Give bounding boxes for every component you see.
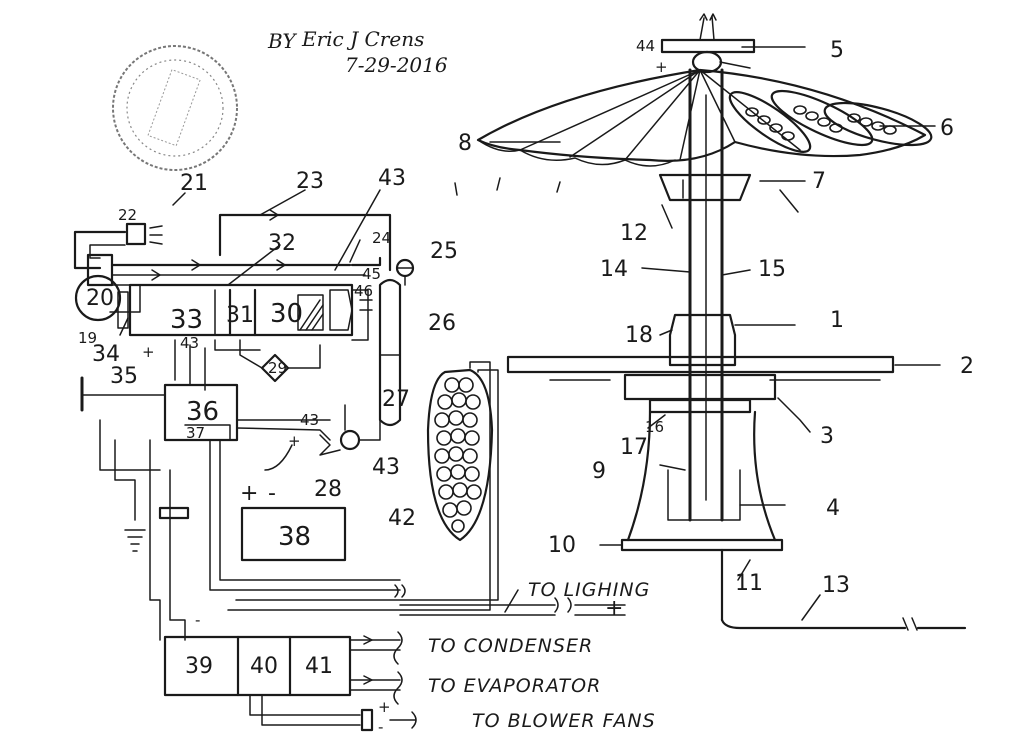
ref-31: 31 bbox=[226, 303, 254, 328]
label-to-evaporator: TO EVAPORATOR bbox=[428, 675, 601, 697]
ref-42: 42 bbox=[388, 506, 416, 531]
ref-44: 44 bbox=[636, 37, 655, 55]
ref-18: 18 bbox=[625, 323, 653, 348]
ref-5: 5 bbox=[830, 38, 844, 63]
ref-26: 26 bbox=[428, 311, 456, 336]
inspection-stamp bbox=[112, 45, 238, 171]
ref-27: 27 bbox=[382, 387, 410, 412]
ref-13: 13 bbox=[822, 573, 850, 598]
ref-38: 38 bbox=[278, 522, 311, 552]
label-to-lighting: TO LIGHING bbox=[528, 579, 650, 601]
umbrella-canopy bbox=[454, 13, 933, 213]
ref-43-d: 43 bbox=[180, 334, 199, 352]
leader-lines bbox=[119, 46, 941, 621]
ref-2: 2 bbox=[960, 354, 974, 379]
ref-45: 45 bbox=[362, 265, 381, 283]
plus-mark: + bbox=[288, 432, 301, 450]
signature-date: 7-29-2016 bbox=[345, 53, 448, 77]
plus-mark: + bbox=[240, 481, 258, 506]
ref-35: 35 bbox=[110, 364, 138, 389]
led-light-cluster bbox=[227, 361, 499, 611]
minus-mark: - bbox=[378, 718, 383, 736]
ref-20: 20 bbox=[86, 286, 114, 311]
minus-mark: - bbox=[195, 611, 200, 629]
signature-by: BY bbox=[267, 29, 297, 53]
ref-34: 34 bbox=[92, 342, 120, 367]
ref-21: 21 bbox=[180, 171, 208, 196]
ref-28: 28 bbox=[314, 477, 342, 502]
ref-30: 30 bbox=[270, 299, 303, 329]
solar-panels bbox=[728, 89, 933, 153]
ref-32: 32 bbox=[268, 231, 296, 256]
ref-39: 39 bbox=[185, 654, 213, 679]
ref-11: 11 bbox=[735, 571, 763, 596]
signature-name: Eric J Crens bbox=[301, 27, 424, 51]
label-to-condenser: TO CONDENSER bbox=[428, 635, 593, 657]
ref-19: 19 bbox=[78, 329, 97, 347]
ref-36: 36 bbox=[186, 397, 219, 427]
ref-40: 40 bbox=[250, 654, 278, 679]
ref-41: 41 bbox=[305, 654, 333, 679]
ref-1: 1 bbox=[830, 308, 844, 333]
ref-16: 16 bbox=[645, 418, 664, 436]
ref-10: 10 bbox=[548, 533, 576, 558]
ref-22: 22 bbox=[118, 206, 137, 224]
ref-9: 9 bbox=[592, 459, 606, 484]
ref-6: 6 bbox=[940, 116, 954, 141]
ref-25: 25 bbox=[430, 239, 458, 264]
ref-15: 15 bbox=[758, 257, 786, 282]
ref-4: 4 bbox=[826, 496, 840, 521]
minus-mark: - bbox=[268, 481, 276, 506]
ac-system bbox=[73, 209, 626, 732]
reference-numbers: 1 2 3 4 5 6 7 8 9 10 11 12 13 14 15 16 1… bbox=[78, 37, 974, 679]
ref-33: 33 bbox=[170, 305, 203, 335]
ref-24: 24 bbox=[372, 229, 391, 247]
label-to-blower-fans: TO BLOWER FANS bbox=[472, 710, 656, 732]
umbrella-pole bbox=[668, 68, 737, 522]
ref-23: 23 bbox=[296, 169, 324, 194]
ref-17: 17 bbox=[620, 435, 648, 460]
ref-3: 3 bbox=[820, 424, 834, 449]
ref-8: 8 bbox=[458, 131, 472, 156]
plus-mark: + bbox=[142, 343, 155, 361]
ref-43: 43 bbox=[378, 166, 406, 191]
polarity-marks: + - + + + - + + - bbox=[142, 58, 668, 736]
plus-mark: + bbox=[378, 698, 391, 716]
ref-43-b: 43 bbox=[300, 411, 319, 429]
ref-46: 46 bbox=[354, 282, 373, 300]
plus-mark: + bbox=[605, 596, 623, 621]
ref-37: 37 bbox=[186, 424, 205, 442]
ref-43-c: 43 bbox=[372, 455, 400, 480]
ref-14: 14 bbox=[600, 257, 628, 282]
plus-mark: + bbox=[655, 58, 668, 76]
ref-29: 29 bbox=[268, 359, 287, 377]
ref-7: 7 bbox=[812, 169, 826, 194]
ref-12: 12 bbox=[620, 221, 648, 246]
